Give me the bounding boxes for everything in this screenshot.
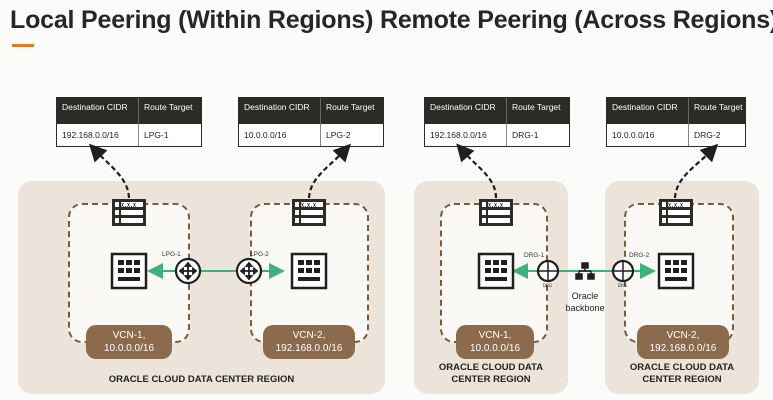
instance-icon — [110, 252, 148, 290]
route-table-dest: 10.0.0.0/16 — [607, 124, 689, 146]
route-table-lpg-2: Destination CIDR Route Target 10.0.0.0/16… — [238, 97, 384, 147]
route-table-header-dest: Destination CIDR — [239, 98, 321, 124]
table-cell-text: X.X.X — [488, 203, 503, 209]
drg-icon — [536, 259, 560, 283]
route-table-dest: 192.168.0.0/16 — [425, 124, 507, 146]
route-table-header-target: Route Target — [326, 102, 375, 112]
drg-icon-text: DRG — [543, 283, 552, 288]
route-table-drg-1: Destination CIDR Route Target 192.168.0.0… — [424, 97, 570, 147]
route-table-drg-2: Destination CIDR Route Target 10.0.0.0/16… — [606, 97, 746, 147]
table-cell-text: X.X.X — [668, 203, 683, 209]
vcn-badge-remote-1: VCN-1, 10.0.0.0/16 — [456, 325, 534, 359]
vcn-badge-local-2: VCN-2, 192.168.0.0/16 — [263, 325, 355, 359]
vcn-cidr: 10.0.0.0/16 — [103, 343, 155, 354]
gateway-label-lpg-1: LPG-1 — [162, 251, 181, 258]
route-table-target: DRG-2 — [694, 130, 721, 140]
route-arrow-1 — [88, 143, 131, 199]
gateway-label-drg-2: DRG-2 — [629, 252, 650, 259]
vcn-name: VCN-2, — [666, 330, 700, 341]
table-icon — [112, 199, 146, 226]
route-arrow-4 — [673, 143, 719, 199]
route-table-target: LPG-2 — [326, 130, 351, 140]
route-arrow-2 — [307, 143, 352, 199]
route-table-target: LPG-1 — [144, 130, 169, 140]
instance-icon — [290, 252, 328, 290]
table-icon — [659, 199, 693, 226]
title-accent-bar — [12, 44, 34, 47]
route-table-header-target: Route Target — [512, 102, 561, 112]
table-cell-text: X.X.X — [121, 203, 136, 209]
route-table-lpg-1: Destination CIDR Route Target 192.168.0.0… — [56, 97, 202, 147]
route-table-dest: 10.0.0.0/16 — [239, 124, 321, 146]
route-table-header-dest: Destination CIDR — [425, 98, 507, 124]
route-table-header-dest: Destination CIDR — [607, 98, 689, 124]
vcn-name: VCN-1, — [112, 330, 146, 341]
route-table-dest: 192.168.0.0/16 — [57, 124, 139, 146]
route-table-target: DRG-1 — [512, 130, 539, 140]
route-table-header-target: Route Target — [144, 102, 193, 112]
instance-icon — [657, 252, 695, 290]
route-table-header-target: Route Target — [694, 102, 743, 112]
lpg-router-icon — [235, 257, 263, 285]
table-icon — [292, 199, 326, 226]
vcn-cidr: 192.168.0.0/16 — [275, 343, 343, 354]
table-cell-text: X.X.X — [301, 203, 316, 209]
network-icon — [575, 262, 595, 280]
drg-icon-text: DRG — [618, 283, 627, 288]
region-label-local: ORACLE CLOUD DATA CENTER REGION — [108, 374, 295, 385]
vcn-cidr: 10.0.0.0/16 — [469, 343, 521, 354]
vcn-cidr: 192.168.0.0/16 — [649, 343, 717, 354]
vcn-name: VCN-2, — [292, 330, 326, 341]
gateway-label-lpg-2: LPG-2 — [250, 251, 269, 258]
vcn-badge-local-1: VCN-1, 10.0.0.0/16 — [86, 325, 172, 359]
route-table-header-dest: Destination CIDR — [57, 98, 139, 124]
lpg-router-icon — [174, 257, 202, 285]
instance-icon — [477, 252, 515, 290]
page-title: Local Peering (Within Regions) Remote Pe… — [10, 6, 773, 34]
drg-icon — [611, 259, 635, 283]
route-arrow-3 — [456, 143, 498, 199]
gateway-label-drg-1: DRG-1 — [524, 252, 545, 259]
table-icon — [479, 199, 513, 226]
vcn-badge-remote-2: VCN-2, 192.168.0.0/16 — [637, 325, 729, 359]
vcn-name: VCN-1, — [478, 330, 512, 341]
